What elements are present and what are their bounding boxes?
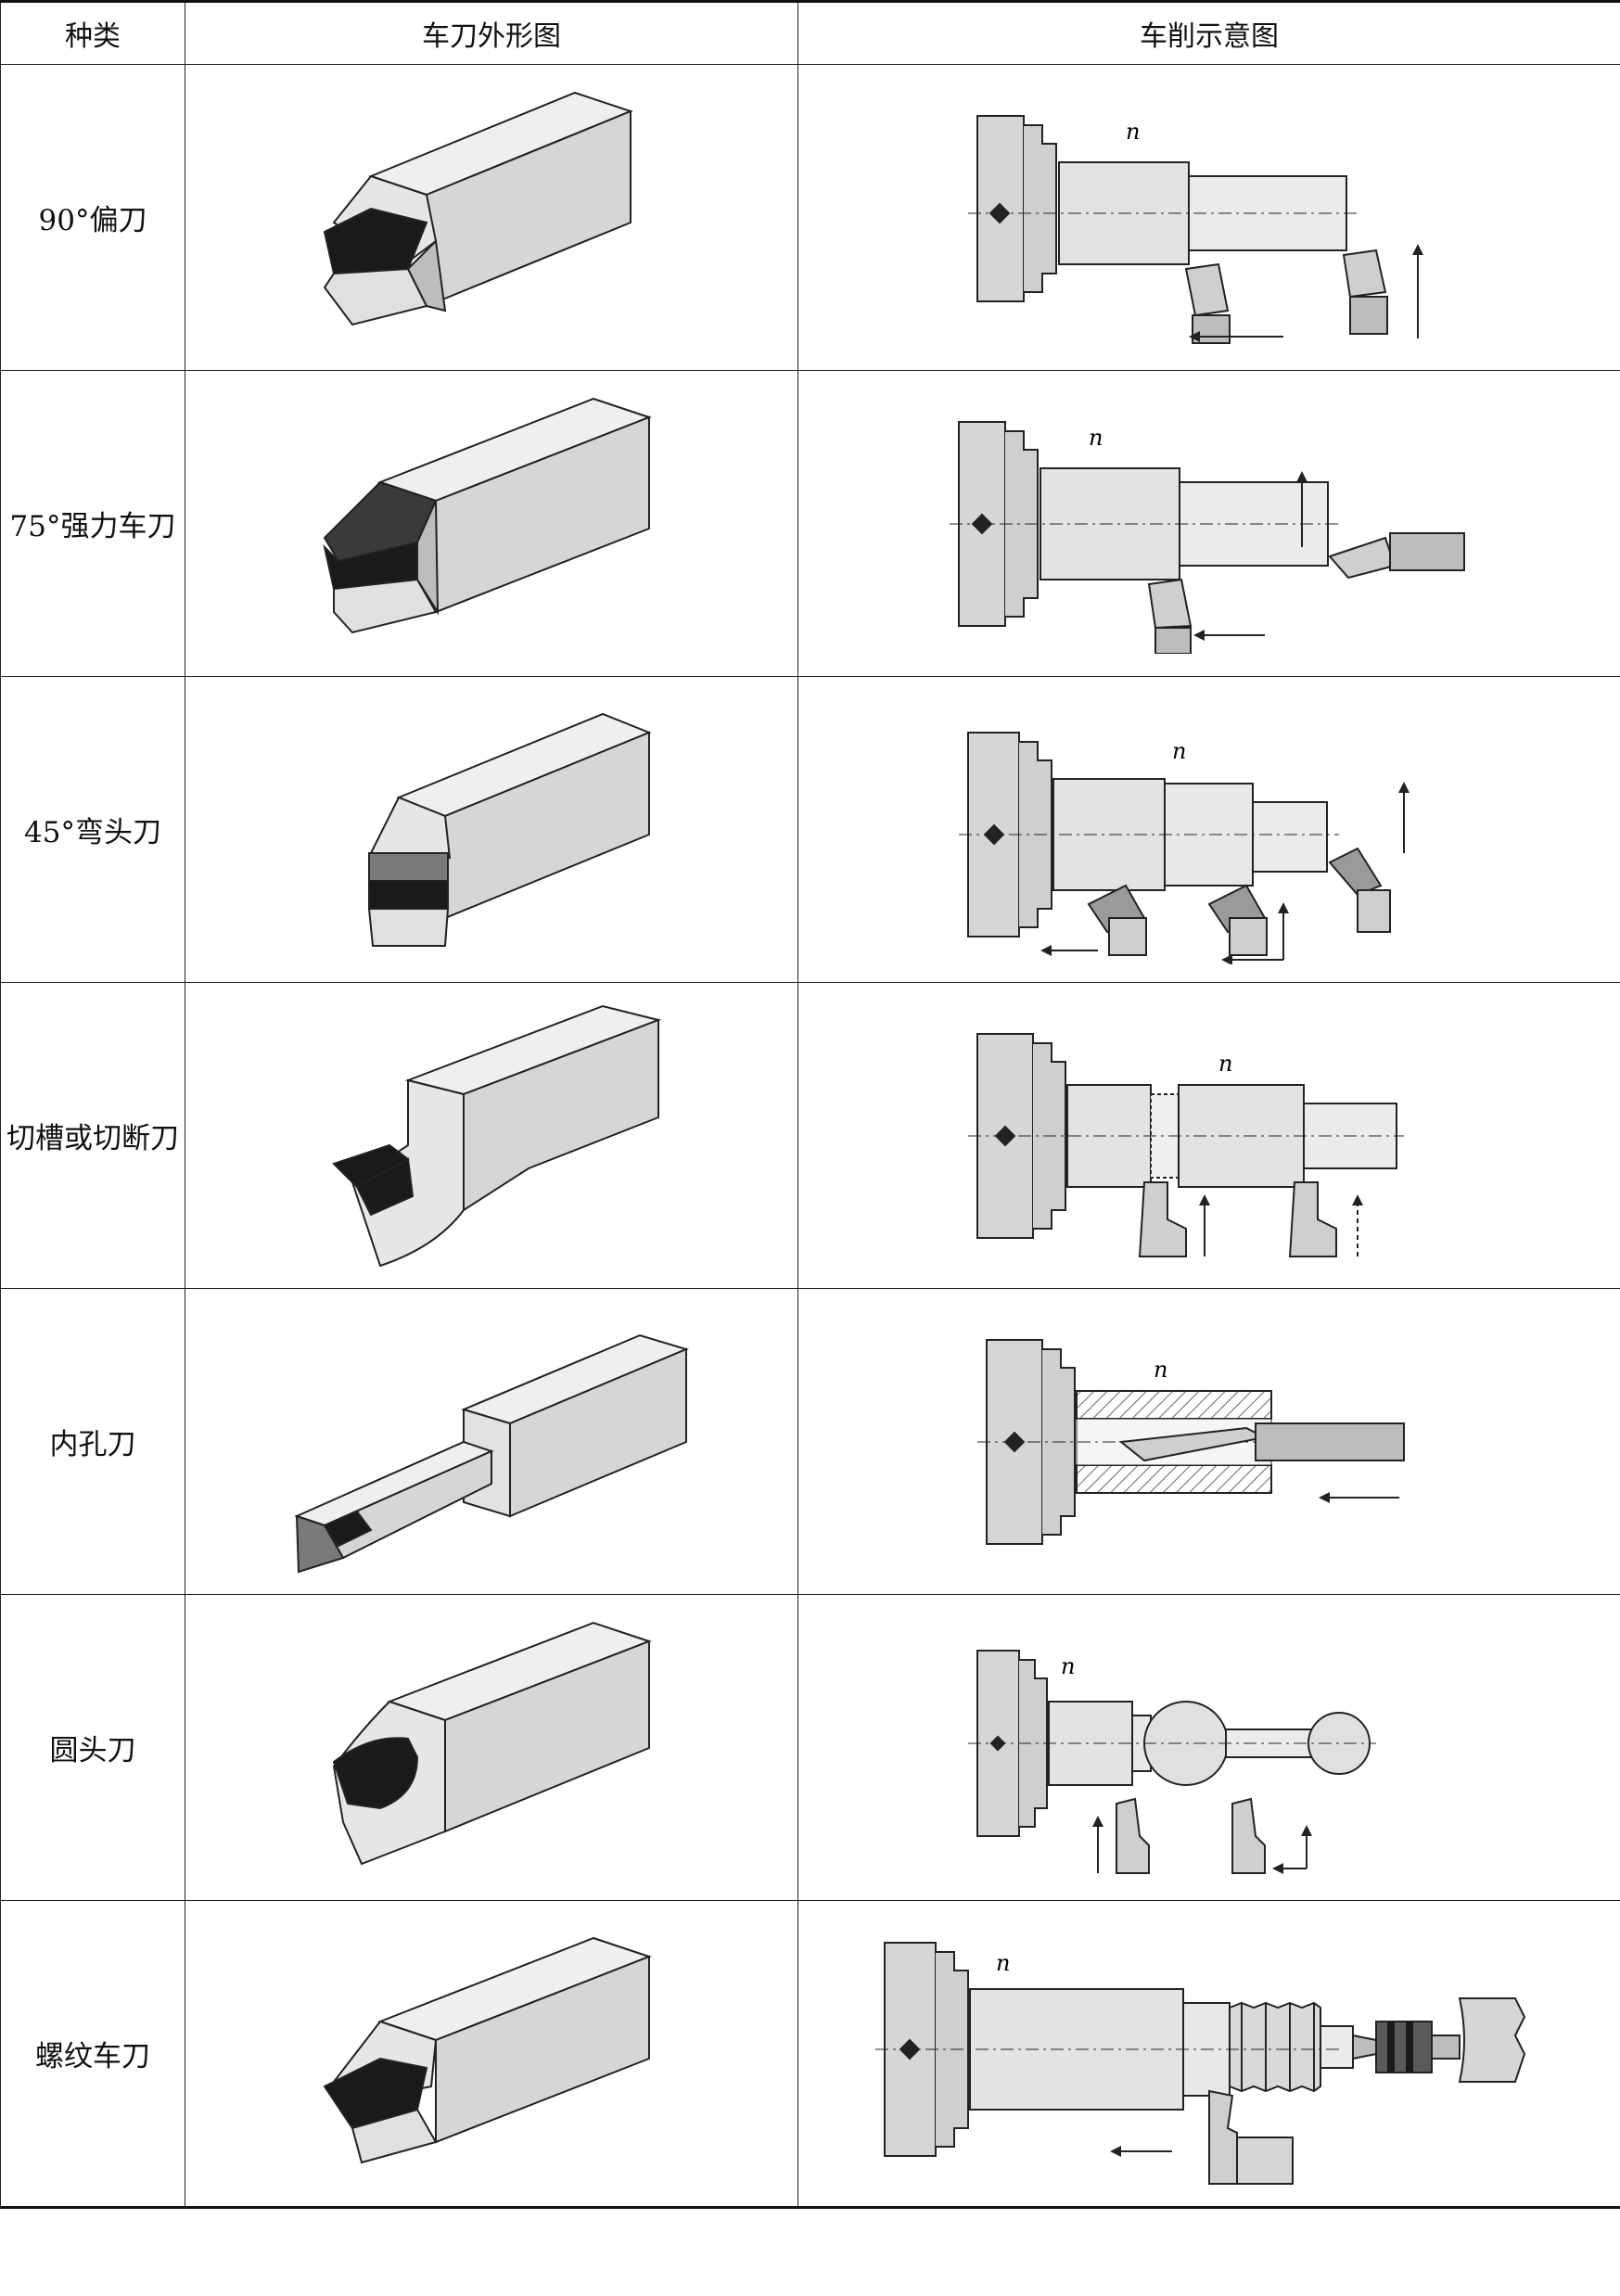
spindle-speed-label: n: [1089, 425, 1103, 451]
round-nose-diagram: n: [968, 1649, 1376, 1874]
spindle-speed-label: n: [1154, 1357, 1167, 1383]
turning-diagram-cell: n: [797, 1900, 1620, 2209]
table-row: 内孔刀: [0, 1288, 1620, 1595]
spindle-speed-label: n: [1172, 738, 1186, 764]
round-nose-tool-icon: [332, 1621, 652, 1865]
spindle-speed-label: n: [1061, 1653, 1075, 1679]
thread-tool-icon: [323, 1936, 652, 2163]
tool-shape-cell: [185, 370, 798, 677]
tool-shape-cell: [185, 676, 798, 983]
turning-diagram-cell: n: [797, 1594, 1620, 1901]
turning-90-diagram: n: [968, 114, 1423, 344]
table-row: 75°强力车刀 n: [0, 370, 1620, 677]
spindle-speed-label: n: [1218, 1051, 1232, 1077]
turning-45-diagram: n: [959, 731, 1410, 964]
spindle-speed-label: n: [1126, 119, 1140, 145]
grooving-parting-tool-icon: [332, 1004, 662, 1267]
tool-shape-cell: [185, 1900, 798, 2209]
turning-diagram-cell: n: [797, 676, 1620, 983]
grooving-diagram: n: [968, 1032, 1404, 1257]
table-row: 切槽或切断刀 n: [0, 982, 1620, 1289]
tool-kind: 切槽或切断刀: [0, 982, 185, 1289]
heavy-75-tool-icon: [323, 397, 652, 633]
tool-kind: 圆头刀: [0, 1594, 185, 1901]
header-tool-shape: 车刀外形图: [185, 0, 798, 65]
turning-diagram-cell: n: [797, 64, 1620, 371]
tool-kind: 螺纹车刀: [0, 1900, 185, 2209]
tool-kind: 45°弯头刀: [0, 676, 185, 983]
table-row: 45°弯头刀 n: [0, 676, 1620, 983]
tool-shape-cell: [185, 1594, 798, 1901]
tool-kind: 90°偏刀: [0, 64, 185, 371]
tool-kind: 75°强力车刀: [0, 370, 185, 677]
tool-shape-cell: [185, 1288, 798, 1595]
turning-diagram-cell: n: [797, 1288, 1620, 1595]
bent-45-tool-icon: [367, 712, 652, 947]
turning-diagram-cell: n: [797, 982, 1620, 1289]
threading-diagram: n: [875, 1941, 1526, 2185]
table-row: 90°偏刀 n: [0, 64, 1620, 371]
turning-diagram-cell: n: [797, 370, 1620, 677]
boring-tool-icon: [294, 1333, 689, 1573]
offset-90-tool-icon: [323, 91, 633, 325]
boring-diagram: n: [977, 1338, 1405, 1545]
header-row: 种类 车刀外形图 车削示意图: [0, 0, 1620, 65]
header-kind: 种类: [0, 0, 185, 65]
spindle-speed-label: n: [996, 1950, 1010, 1976]
header-turning-diagram: 车削示意图: [797, 0, 1620, 65]
turning-75-diagram: n: [950, 420, 1465, 654]
tool-shape-cell: [185, 64, 798, 371]
table-row: 圆头刀 n: [0, 1594, 1620, 1901]
tool-kind: 内孔刀: [0, 1288, 185, 1595]
cutting-tool-table: 种类 车刀外形图 车削示意图 90°偏刀 n: [0, 0, 1620, 2209]
table-row: 螺纹车刀: [0, 1900, 1620, 2209]
tool-shape-cell: [185, 982, 798, 1289]
